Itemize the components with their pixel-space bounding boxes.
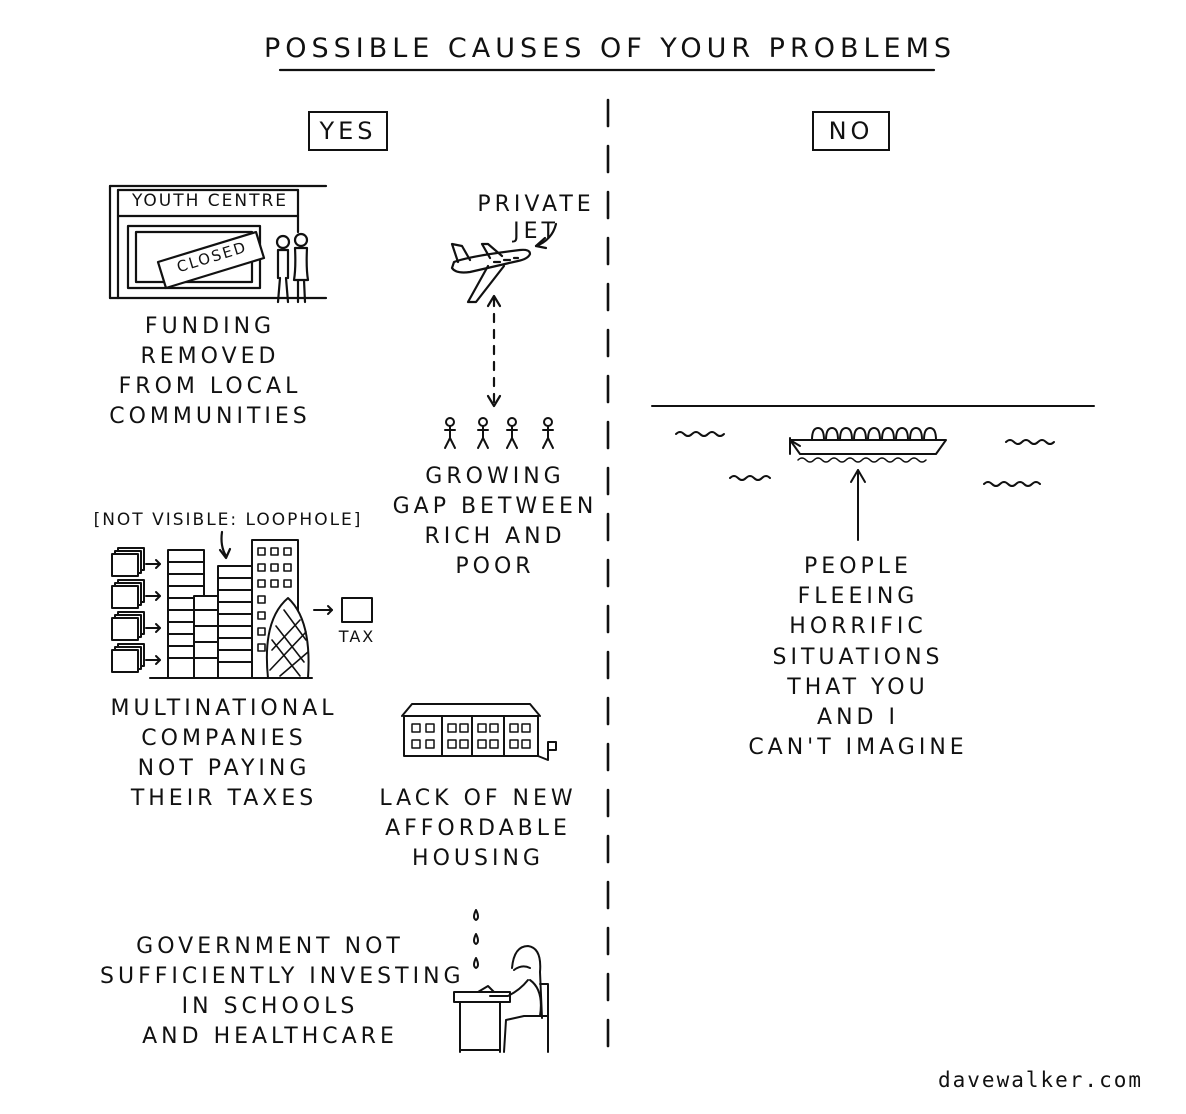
refugees-line: THAT YOU: [787, 675, 929, 700]
funding-line: FUNDING: [144, 314, 276, 339]
multinational-line: COMPANIES: [141, 726, 307, 751]
funding-line: COMMUNITIES: [109, 404, 311, 429]
government-line: AND HEALTHCARE: [142, 1024, 398, 1049]
money-stacks: [111, 547, 161, 673]
yes-column-header: YES: [308, 111, 388, 151]
government-line: SUFFICIENTLY INVESTING: [100, 964, 465, 989]
loophole-arrow: [220, 530, 228, 558]
artist-credit: davewalker.com: [938, 1068, 1144, 1092]
funding-line: REMOVED: [140, 344, 280, 369]
gap-line: RICH AND: [424, 524, 566, 549]
funding-line: FROM LOCAL: [118, 374, 302, 399]
poor-people-figures: [444, 417, 554, 449]
housing-line: LACK OF NEW: [379, 786, 577, 811]
refugees-line: AND I: [817, 705, 899, 730]
multinational-line: THEIR TAXES: [130, 786, 318, 811]
gap-line: GROWING: [425, 464, 565, 489]
gap-line: POOR: [455, 554, 535, 579]
jet-label-line2: JET: [513, 219, 559, 244]
multinational-line: NOT PAYING: [137, 756, 311, 781]
sea-and-boat-illustration: [651, 405, 1095, 541]
youth-centre-sign: YOUTH CENTRE: [131, 191, 289, 211]
private-jet-illustration: [450, 222, 558, 408]
gap-line: GAP BETWEEN: [392, 494, 598, 519]
youth-centre-illustration: [108, 184, 328, 304]
refugees-line: SITUATIONS: [772, 645, 944, 670]
housing-line: AFFORDABLE: [385, 816, 571, 841]
no-column-header: NO: [812, 111, 890, 151]
tax-label: TAX: [338, 627, 376, 646]
page-title: POSSIBLE CAUSES OF YOUR PROBLEMS: [263, 33, 957, 64]
multinational-line: MULTINATIONAL: [110, 696, 338, 721]
student-at-desk-illustration: [453, 945, 549, 1053]
loophole-note: [NOT VISIBLE: LOOPHOLE]: [93, 510, 363, 530]
skyscrapers-illustration: [149, 539, 373, 679]
government-line: GOVERNMENT NOT: [136, 934, 404, 959]
government-line: IN SCHOOLS: [181, 994, 359, 1019]
housing-line: HOUSING: [412, 846, 544, 871]
refugees-line: PEOPLE: [804, 554, 912, 579]
refugees-line: FLEEING: [797, 584, 919, 609]
tear-drops: [473, 909, 479, 969]
refugees-line: CAN'T IMAGINE: [748, 735, 968, 760]
jet-label-line1: PRIVATE: [477, 192, 595, 217]
housing-illustration: [401, 703, 557, 761]
refugees-line: HORRIFIC: [789, 614, 927, 639]
